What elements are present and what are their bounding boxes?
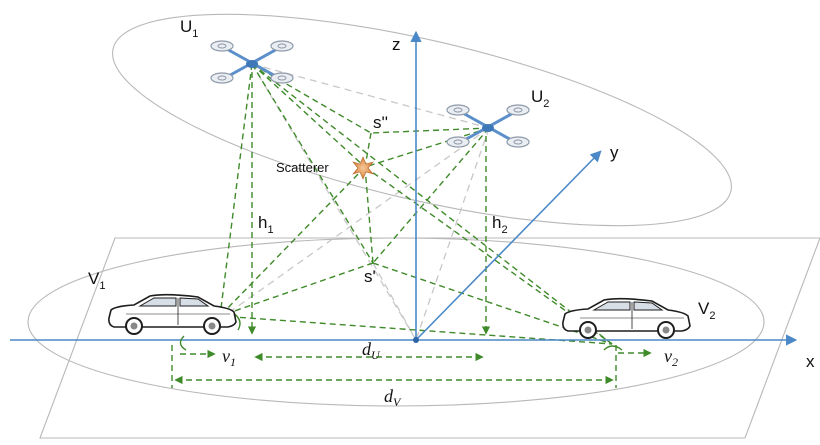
- label-u2: U2: [531, 87, 549, 110]
- label-s-double-prime: s'': [373, 113, 388, 132]
- label-z-axis: z: [392, 35, 401, 54]
- label-dU: dU: [362, 339, 381, 362]
- label-velocity-v2: v2: [664, 346, 678, 369]
- vehicle-ellipse: [27, 237, 765, 407]
- label-y-axis: y: [610, 143, 619, 162]
- label-s-prime: s': [364, 267, 376, 286]
- label-velocity-v1: v1: [222, 346, 236, 369]
- scatterer-icon: [352, 156, 374, 180]
- label-x-axis: x: [806, 352, 815, 371]
- label-h2: h2: [492, 213, 508, 236]
- ground-plane: [39, 237, 820, 439]
- label-u1: U1: [180, 17, 198, 40]
- y-axis: [415, 150, 602, 341]
- label-v2: V2: [698, 299, 715, 322]
- origin-dot: [413, 337, 419, 343]
- label-v1: V1: [88, 269, 105, 292]
- uav-icon: [210, 40, 294, 84]
- uav-ellipse: [112, 13, 732, 227]
- label-scatterer: Scatterer: [276, 160, 329, 175]
- label-dV: dV: [384, 386, 402, 409]
- car-icon: [562, 297, 691, 339]
- car-icon: [108, 293, 237, 335]
- uav-icon: [446, 104, 530, 148]
- angle-arc-v1: [179, 335, 187, 351]
- angle-arc-v2: [603, 345, 623, 351]
- label-h1: h1: [258, 213, 274, 236]
